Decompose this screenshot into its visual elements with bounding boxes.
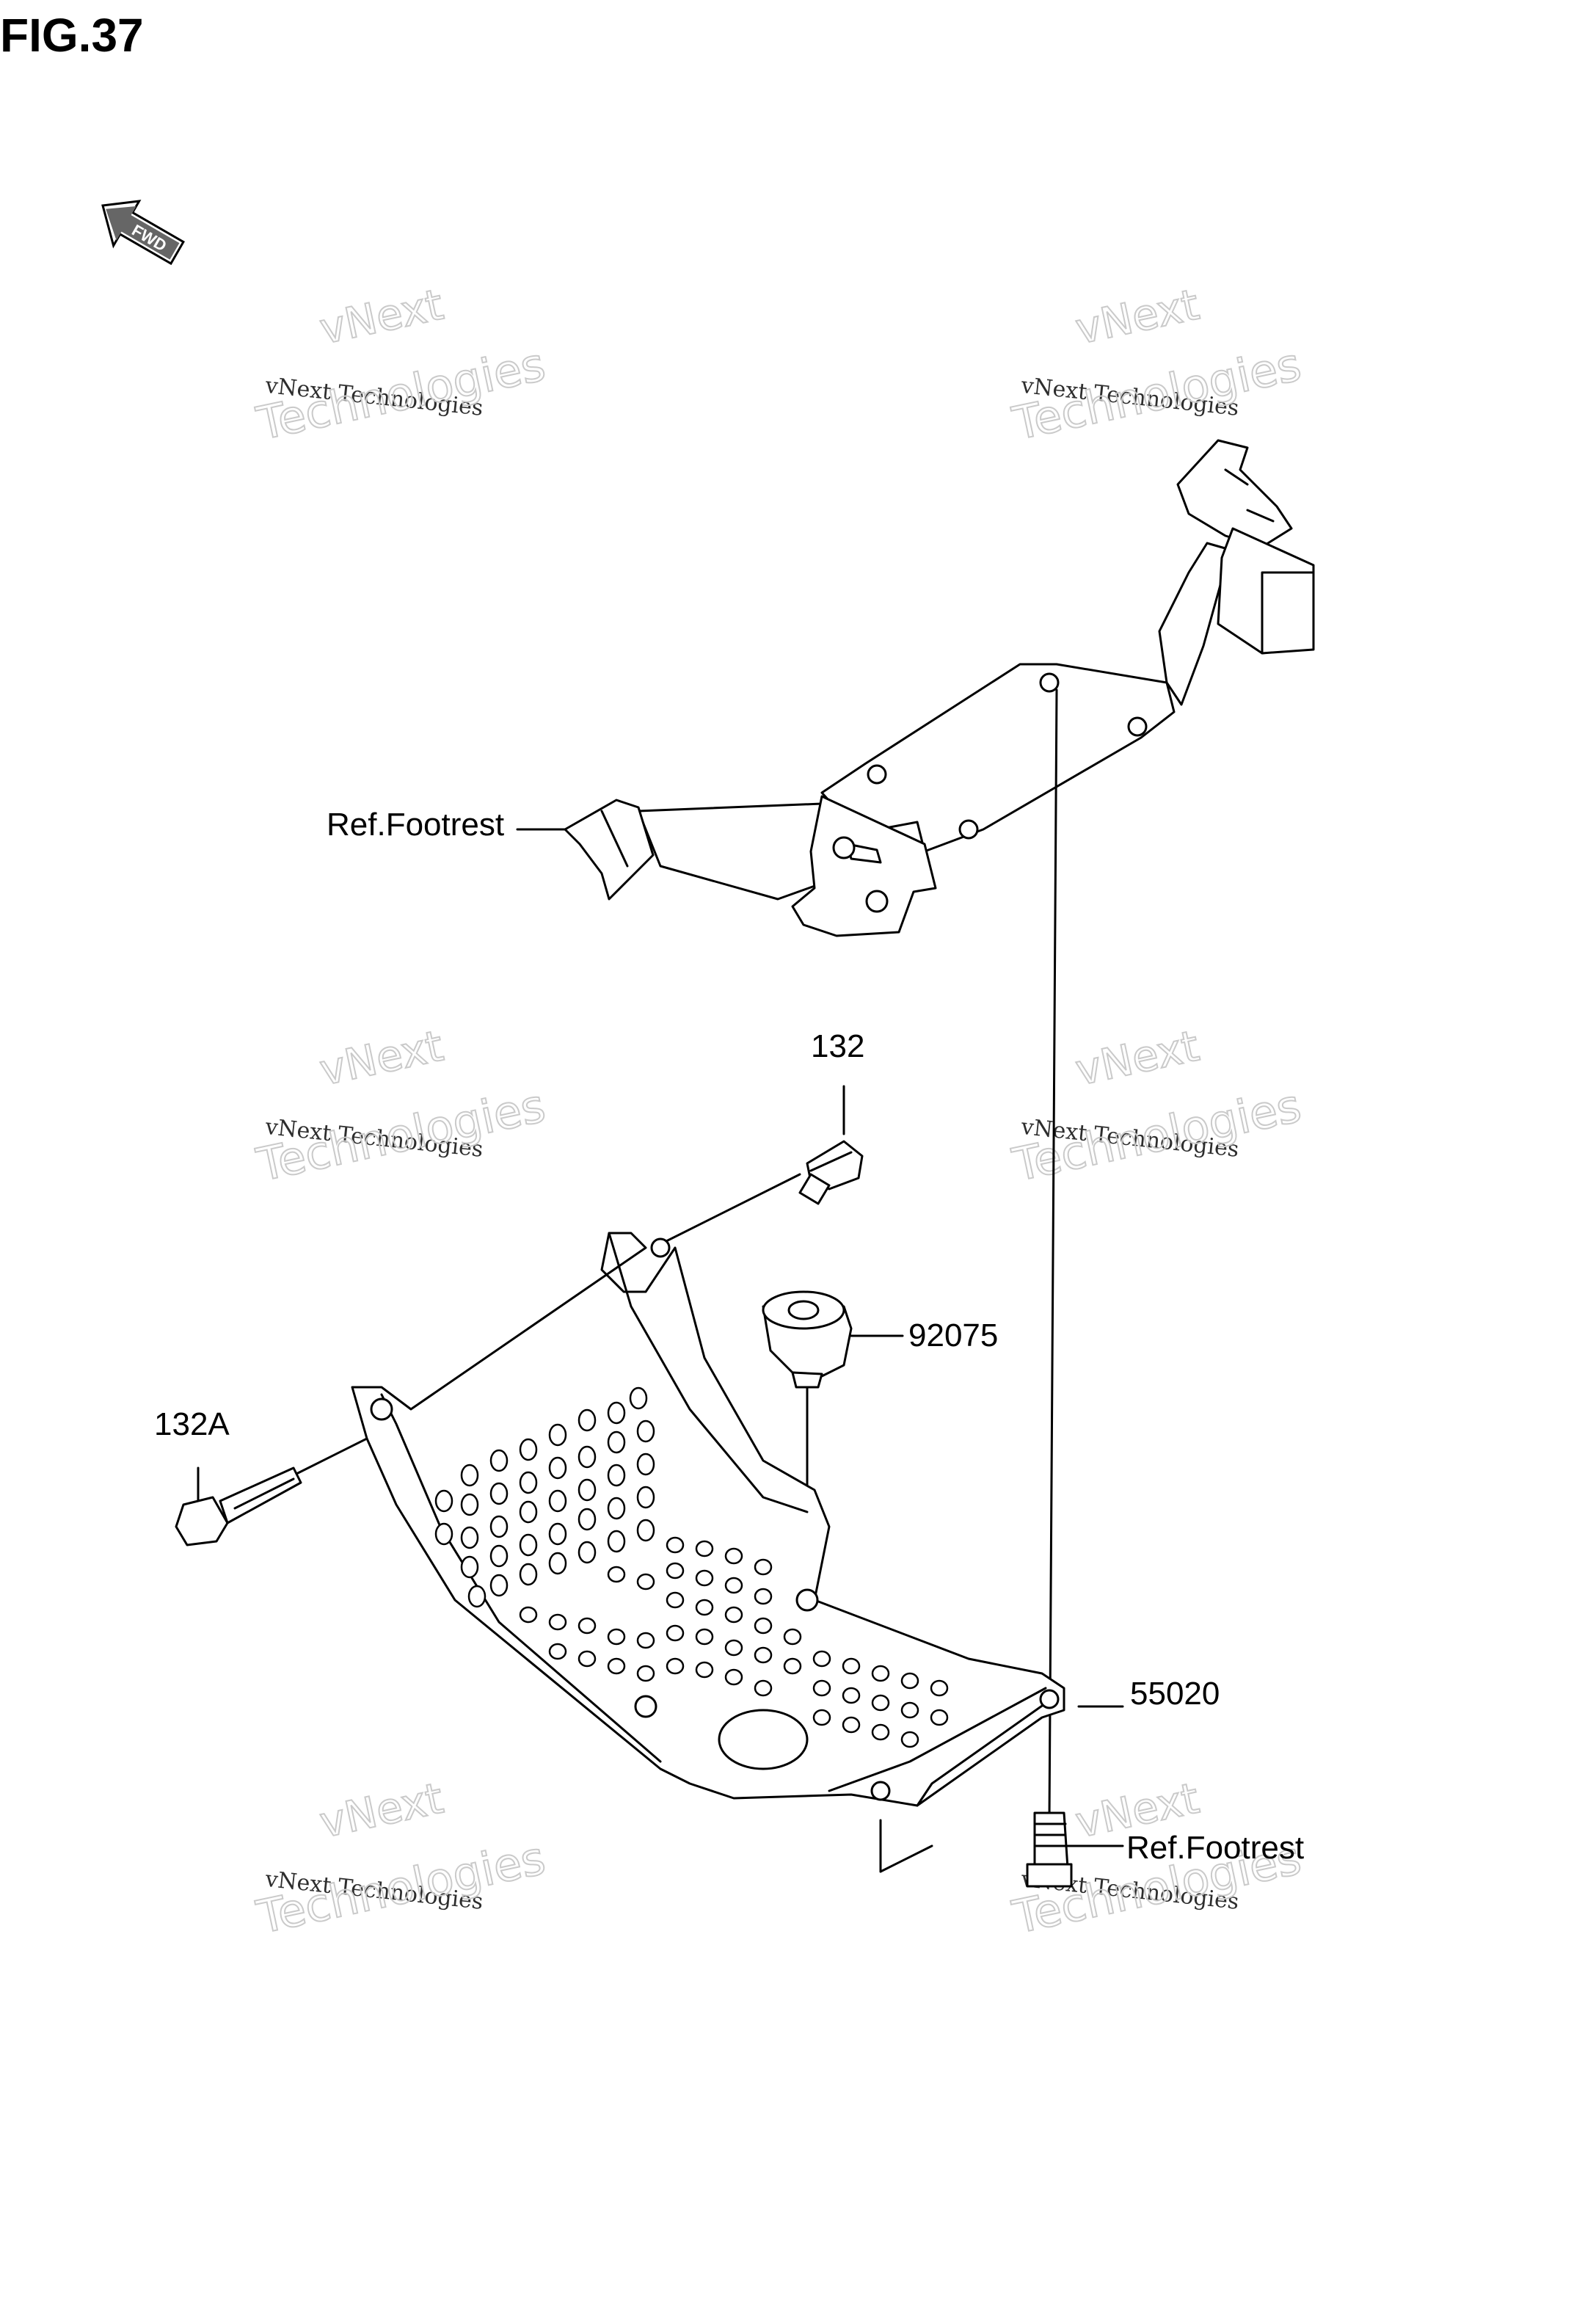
svg-text:Technologies: Technologies — [252, 338, 550, 451]
svg-text:vNext: vNext — [316, 280, 448, 355]
callout-ref-footrest-upper: Ref.Footrest — [327, 807, 504, 843]
callout-132: 132 — [811, 1028, 864, 1064]
foot-guard — [351, 1232, 1065, 1807]
bolt-132 — [798, 1140, 864, 1205]
callout-55020: 55020 — [1130, 1676, 1220, 1712]
svg-text:Technologies: Technologies — [252, 1831, 550, 1944]
fwd-arrow-icon: FWD — [101, 200, 185, 266]
bolt-132a — [175, 1466, 302, 1546]
svg-text:Technologies: Technologies — [252, 1079, 550, 1192]
damper-92075 — [762, 1290, 853, 1389]
svg-text:Technologies: Technologies — [1007, 338, 1305, 451]
callout-132a: 132A — [154, 1406, 230, 1442]
svg-text:vNext: vNext — [1071, 1021, 1203, 1096]
callout-92075: 92075 — [908, 1317, 998, 1353]
callout-ref-footrest-lower: Ref.Footrest — [1126, 1830, 1304, 1866]
svg-text:vNext: vNext — [1071, 280, 1203, 355]
svg-text:vNext: vNext — [316, 1773, 448, 1848]
footrest-bracket — [564, 439, 1315, 937]
figure-title: FIG.37 — [0, 9, 144, 62]
bolt-lower — [1026, 1811, 1073, 1888]
svg-text:vNext: vNext — [316, 1021, 448, 1096]
